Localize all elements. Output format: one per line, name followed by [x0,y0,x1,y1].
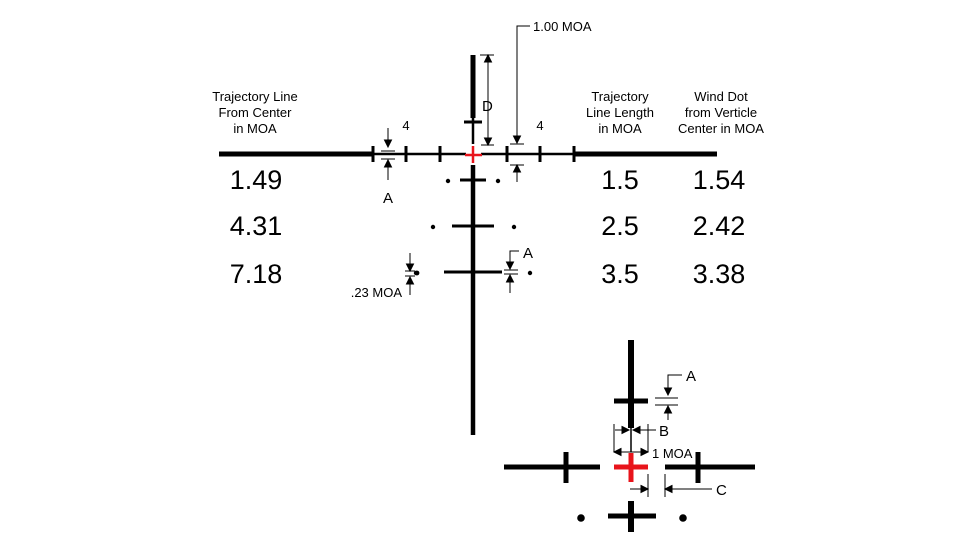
moa-top-arrow-icon [512,135,522,145]
detail-reticle [504,340,755,532]
main-annotations [381,25,530,295]
moa-top-label: 1.00 MOA [533,19,592,34]
value-row-3: 7.18 3.5 3.38 [230,259,746,289]
header-left-line-2: From Center [219,105,293,120]
detail-red-cross [614,453,648,482]
trajectory-value-2: 4.31 [230,211,283,241]
wind-dot-1-left [445,178,451,184]
main-reticle [219,55,717,435]
detail-b-arrow-left-icon [631,425,641,435]
wind-value-2: 2.42 [693,211,746,241]
header-middle-line-2: Line Length [586,105,654,120]
detail-dot-left [577,514,585,522]
header-wind-dot: Wind Dot from Verticle Center in MOA [678,89,764,136]
red-center-cross [465,146,482,163]
wind-value-1: 1.54 [693,165,746,195]
dot-size-arrow-up-icon [405,275,415,285]
header-trajectory-from-center: Trajectory Line From Center in MOA [212,89,298,136]
detail-moa-arrow-right-icon [640,447,650,457]
value-row-2: 4.31 2.5 2.42 [230,211,746,241]
header-right-line-3: Center in MOA [678,121,764,136]
dot-size-arrow-down-icon [405,263,415,273]
a-main-arrow-up-icon [383,158,393,168]
header-left-line-3: in MOA [233,121,277,136]
wind-dot-1-right [495,178,501,184]
detail-moa-arrow-left-icon [612,447,622,457]
main-annotation-labels: 1.00 MOA D 4 4 A A .23 MOA [351,19,592,300]
header-right-line-2: from Verticle [685,105,757,120]
detail-dot-right [679,514,687,522]
detail-a-arrow-up-icon [663,404,673,414]
d-arrow-down-icon [483,137,493,147]
value-row-1: 1.49 1.5 1.54 [230,165,746,195]
wind-value-3: 3.38 [693,259,746,289]
a-small-arrow-up-icon [505,273,515,283]
d-arrow-up-icon [483,53,493,63]
header-left-line-1: Trajectory Line [212,89,298,104]
moa-top-leader [516,25,530,143]
detail-c-arrow-right-icon [640,484,650,494]
dot-size-sample-dot [414,270,420,276]
a-main-label: A [383,190,393,207]
length-value-2: 2.5 [601,211,639,241]
header-middle-line-3: in MOA [598,121,642,136]
detail-annotation-labels: A B 1 MOA C [652,368,727,499]
header-trajectory-line-length: Trajectory Line Length in MOA [586,89,654,136]
wind-dot-3-right [527,270,533,276]
a-small-arrow-down-icon [505,261,515,271]
detail-c-arrow-left-icon [663,484,673,494]
trajectory-value-1: 1.49 [230,165,283,195]
detail-a-label: A [686,368,696,385]
four-right-label: 4 [536,118,543,133]
detail-b-label: B [659,423,669,440]
moa-top-arrow-up-icon [512,163,522,173]
wind-dot-2-left [430,224,436,230]
detail-annotations [612,374,712,497]
dot-size-label: .23 MOA [351,285,403,300]
trajectory-value-3: 7.18 [230,259,283,289]
length-value-3: 3.5 [601,259,639,289]
a-main-arrow-down-icon [383,139,393,149]
detail-dots [577,514,687,522]
detail-moa-label: 1 MOA [652,446,693,461]
wind-dot-2-right [511,224,517,230]
detail-a-arrow-down-icon [663,387,673,397]
four-left-label: 4 [402,118,409,133]
detail-b-arrow-right-icon [621,425,631,435]
header-right-line-1: Wind Dot [694,89,748,104]
d-label: D [482,98,493,115]
length-value-1: 1.5 [601,165,639,195]
a-small-label: A [523,245,533,262]
detail-c-label: C [716,482,727,499]
header-middle-line-1: Trajectory [591,89,649,104]
